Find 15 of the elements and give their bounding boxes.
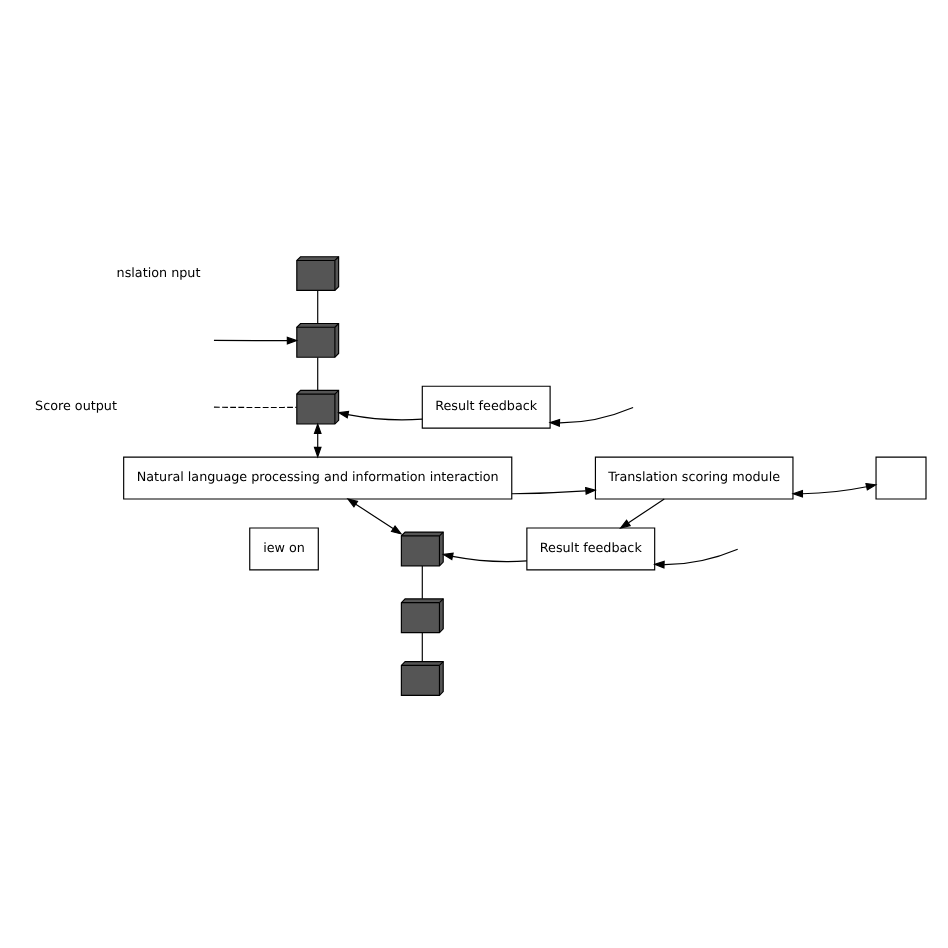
node-box: [875, 456, 927, 500]
arrow: [653, 548, 739, 569]
connector: [317, 356, 319, 391]
connector: [421, 632, 423, 662]
arrow: [511, 486, 597, 496]
arrow: [346, 498, 403, 535]
arrow: [548, 406, 634, 427]
connector: [213, 406, 298, 409]
arrow: [337, 410, 423, 421]
connector: [317, 290, 319, 325]
arrow: [441, 552, 528, 563]
arrow: [619, 498, 665, 529]
arrow: [791, 482, 878, 498]
arrow: [213, 336, 299, 345]
connector: [421, 565, 423, 600]
